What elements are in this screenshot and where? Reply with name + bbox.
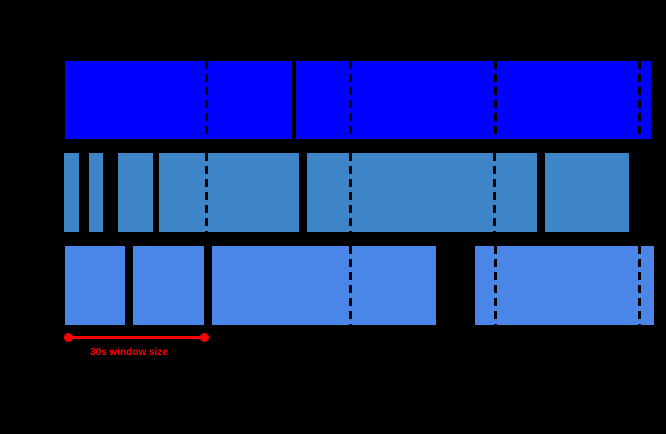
window-boundary-dashed-line bbox=[349, 246, 352, 325]
window-size-label: 30s window size bbox=[90, 347, 168, 358]
bottom-track-segment bbox=[65, 246, 125, 325]
window-boundary-dashed-line bbox=[349, 61, 352, 139]
bottom-track-segment bbox=[475, 246, 654, 325]
window-boundary-dashed-line bbox=[638, 61, 641, 139]
window-boundary-dashed-line bbox=[638, 246, 641, 325]
top-track-segment bbox=[296, 61, 651, 139]
bottom-track-segment bbox=[212, 246, 436, 325]
middle-track-segment bbox=[307, 153, 537, 232]
middle-track-segment bbox=[545, 153, 629, 232]
window-boundary-dashed-line bbox=[493, 153, 496, 232]
window-arrow-left-dot bbox=[63, 332, 73, 342]
middle-track-segment bbox=[118, 153, 153, 232]
bottom-track-segment bbox=[133, 246, 204, 325]
window-boundary-dashed-line bbox=[494, 246, 497, 325]
window-arrow-line bbox=[68, 335, 204, 339]
window-arrow-right-dot bbox=[199, 332, 209, 342]
window-boundary-dashed-line bbox=[205, 153, 208, 232]
top-track-segment bbox=[65, 61, 292, 139]
window-boundary-dashed-line bbox=[494, 61, 497, 139]
middle-track-segment bbox=[64, 153, 79, 232]
middle-track-segment bbox=[89, 153, 103, 232]
middle-track-segment bbox=[159, 153, 299, 232]
window-boundary-dashed-line bbox=[205, 61, 208, 139]
window-boundary-dashed-line bbox=[349, 153, 352, 232]
